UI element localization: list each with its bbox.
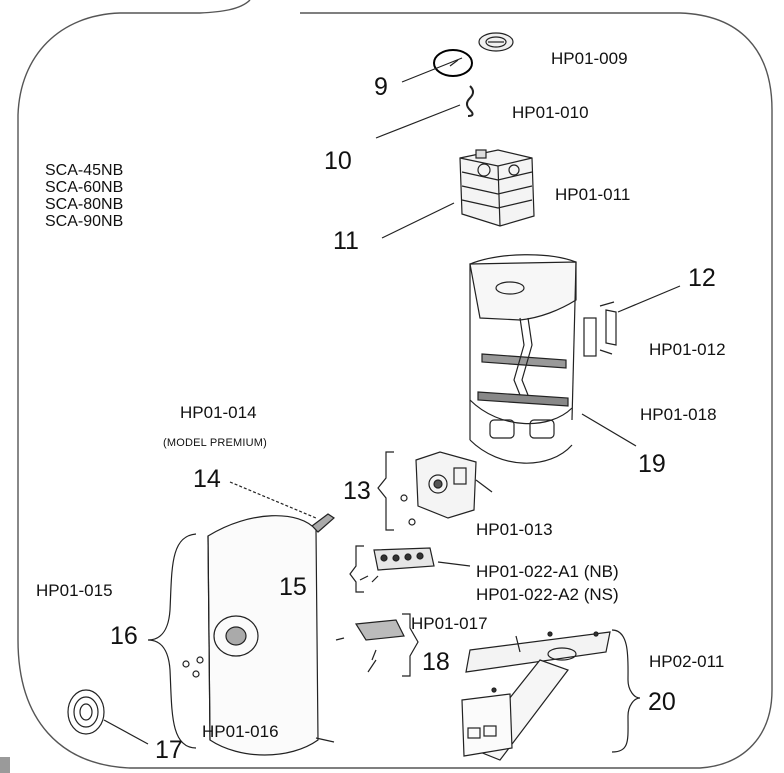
leader-12 [617, 285, 681, 313]
bracket-13 [377, 451, 394, 531]
bracket-22 [349, 545, 364, 593]
callout-15: 15 [279, 573, 307, 601]
part-18-bracket-drawing [335, 619, 405, 673]
leader-17 [103, 719, 149, 745]
part-code-19: HP01-018 [640, 405, 717, 424]
callout-9: 9 [374, 73, 388, 101]
part-code-14: HP01-014 [180, 403, 257, 422]
part-code-22b: HP01-022-A2 (NS) [476, 585, 619, 604]
part-17-knob-drawing [67, 689, 105, 735]
part-12-bracket-drawing [583, 301, 617, 357]
model-item: SCA-80NB [45, 196, 124, 213]
callout-14: 14 [193, 465, 221, 493]
bracket-16 [147, 533, 197, 749]
callout-18: 18 [422, 648, 450, 676]
callout-12: 12 [688, 264, 716, 292]
part-10-clip-drawing [466, 85, 474, 117]
model-item: SCA-90NB [45, 213, 124, 230]
part-19-housing-drawing [469, 254, 577, 464]
leader-14 [229, 481, 317, 519]
callout-17: 17 [155, 736, 183, 764]
part-22-terminal-drawing [359, 547, 435, 583]
part-code-15: HP01-015 [36, 581, 113, 600]
callout-11: 11 [333, 227, 359, 255]
part-code-9: HP01-009 [551, 49, 628, 68]
part-code-20: HP02-011 [649, 652, 725, 671]
model-item: SCA-60NB [45, 179, 124, 196]
callout-20: 20 [648, 688, 676, 716]
leader-9 [401, 57, 463, 83]
outer-frame [17, 0, 773, 769]
model-list: SCA-45NB SCA-60NB SCA-80NB SCA-90NB [45, 162, 123, 230]
part-20-base-drawing [461, 631, 611, 761]
callout-13: 13 [343, 477, 371, 505]
part-code-11: HP01-011 [555, 185, 631, 204]
part-code-13: HP01-013 [476, 520, 553, 539]
corner-marker [0, 757, 10, 773]
bracket-18 [402, 613, 419, 677]
part-code-17: HP01-017 [411, 614, 488, 633]
part-code-16: HP01-016 [202, 722, 279, 741]
part-11-switch-drawing [459, 149, 535, 227]
leader-10 [375, 104, 461, 139]
part-13-control-drawing [400, 451, 493, 526]
part-9-cap-drawing [433, 32, 514, 77]
part-code-22a: HP01-022-A1 (NB) [476, 562, 619, 581]
leader-22 [437, 561, 471, 567]
part-15-16-cover-drawing [182, 515, 335, 756]
leader-19 [581, 413, 637, 447]
part-code-12: HP01-012 [649, 340, 726, 359]
callout-16: 16 [110, 622, 138, 650]
model-item: SCA-45NB [45, 162, 124, 179]
part-code-10: HP01-010 [512, 103, 589, 122]
bracket-20 [611, 629, 641, 753]
callout-10: 10 [324, 147, 352, 175]
leader-11 [381, 202, 455, 239]
part-note-14: (MODEL PREMIUM) [163, 437, 268, 449]
callout-19: 19 [638, 450, 666, 478]
